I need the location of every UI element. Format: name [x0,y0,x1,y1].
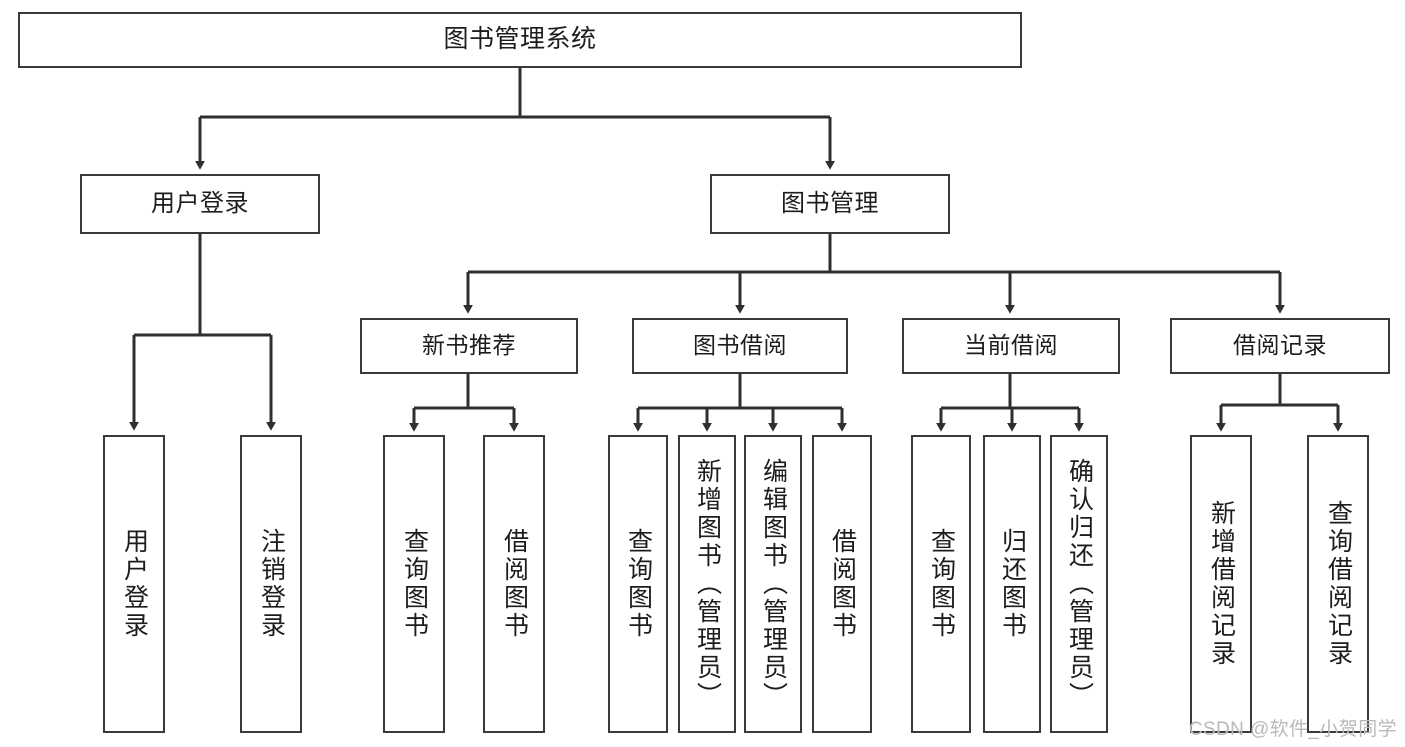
node-new-book-recommend-label: 新书推荐 [422,332,516,359]
node-leaf-add-book-label: 新增图书（管理员） [693,458,722,710]
node-leaf-edit-book[interactable]: 编辑图书（管理员） [744,435,802,733]
node-leaf-confirm-return[interactable]: 确认归还（管理员） [1050,435,1108,733]
node-borrow-record-label: 借阅记录 [1233,332,1327,359]
node-root[interactable]: 图书管理系统 [18,12,1022,68]
node-leaf-query-record-label: 查询借阅记录 [1324,500,1353,668]
node-root-label: 图书管理系统 [443,25,597,54]
node-new-book-recommend[interactable]: 新书推荐 [360,318,578,374]
node-leaf-user-login[interactable]: 用户登录 [103,435,165,733]
node-current-borrow[interactable]: 当前借阅 [902,318,1120,374]
node-leaf-return-book-label: 归还图书 [998,528,1027,640]
node-leaf-query-book-borrow[interactable]: 查询图书 [608,435,668,733]
node-leaf-user-login-label: 用户登录 [120,528,149,640]
node-leaf-borrow-book[interactable]: 借阅图书 [812,435,872,733]
node-book-manage[interactable]: 图书管理 [710,174,950,234]
node-leaf-borrow-book-new[interactable]: 借阅图书 [483,435,545,733]
watermark-text: CSDN @软件_小贺同学 [1188,719,1397,740]
node-leaf-borrow-book-new-label: 借阅图书 [500,528,529,640]
node-leaf-logout-label: 注销登录 [257,528,286,640]
node-book-borrow-label: 图书借阅 [693,332,787,359]
node-leaf-add-record-label: 新增借阅记录 [1207,500,1236,668]
node-leaf-add-record[interactable]: 新增借阅记录 [1190,435,1252,733]
node-leaf-return-book[interactable]: 归还图书 [983,435,1041,733]
node-current-borrow-label: 当前借阅 [964,332,1058,359]
node-book-manage-label: 图书管理 [781,189,879,217]
node-user-login[interactable]: 用户登录 [80,174,320,234]
node-leaf-query-record[interactable]: 查询借阅记录 [1307,435,1369,733]
node-user-login-label: 用户登录 [151,189,249,217]
node-borrow-record[interactable]: 借阅记录 [1170,318,1390,374]
node-leaf-logout[interactable]: 注销登录 [240,435,302,733]
node-leaf-add-book[interactable]: 新增图书（管理员） [678,435,736,733]
node-leaf-borrow-book-label: 借阅图书 [828,528,857,640]
node-leaf-confirm-return-label: 确认归还（管理员） [1065,458,1094,710]
node-leaf-query-book-current-label: 查询图书 [927,528,956,640]
node-leaf-edit-book-label: 编辑图书（管理员） [759,458,788,710]
node-leaf-query-book-new-label: 查询图书 [400,528,429,640]
node-leaf-query-book-borrow-label: 查询图书 [624,528,653,640]
node-book-borrow[interactable]: 图书借阅 [632,318,848,374]
node-leaf-query-book-new[interactable]: 查询图书 [383,435,445,733]
node-leaf-query-book-current[interactable]: 查询图书 [911,435,971,733]
